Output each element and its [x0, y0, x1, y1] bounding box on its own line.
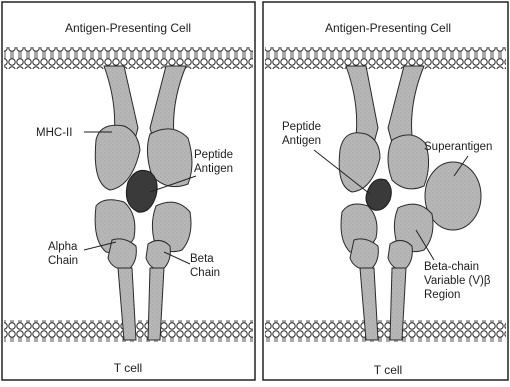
tcell-membrane-right: [265, 320, 506, 342]
apc-membrane-right: [265, 47, 506, 69]
panel-left: Antigen-Presenting Cell: [2, 2, 255, 380]
panel-left-title: Antigen-Presenting Cell: [65, 21, 191, 35]
label-vbeta-line2: Variable (V)β: [424, 275, 491, 287]
panel-right: Antigen-Presenting Cell Peptide: [263, 2, 508, 380]
label-vbeta-line3: Region: [424, 289, 460, 301]
label-beta-line2: Chain: [190, 267, 220, 279]
label-beta-line1: Beta: [190, 253, 214, 265]
label-peptide-line2: Antigen: [194, 163, 233, 175]
label-vbeta-line1: Beta-chain: [424, 261, 479, 273]
panel-left-tcell-label: T cell: [114, 361, 142, 375]
panel-right-tcell-label: T cell: [374, 363, 402, 377]
label-peptide-right-line1: Peptide: [282, 121, 321, 133]
label-alpha-line2: Chain: [48, 255, 78, 267]
panel-right-title: Antigen-Presenting Cell: [325, 21, 451, 35]
label-peptide-right-line2: Antigen: [282, 135, 321, 147]
superantigen: [425, 162, 481, 230]
label-alpha-line1: Alpha: [48, 241, 78, 253]
label-peptide-line1: Peptide: [194, 149, 233, 161]
apc-membrane-left: [4, 47, 253, 69]
label-superantigen: Superantigen: [424, 141, 492, 153]
label-mhc-ii: MHC-II: [36, 127, 72, 139]
